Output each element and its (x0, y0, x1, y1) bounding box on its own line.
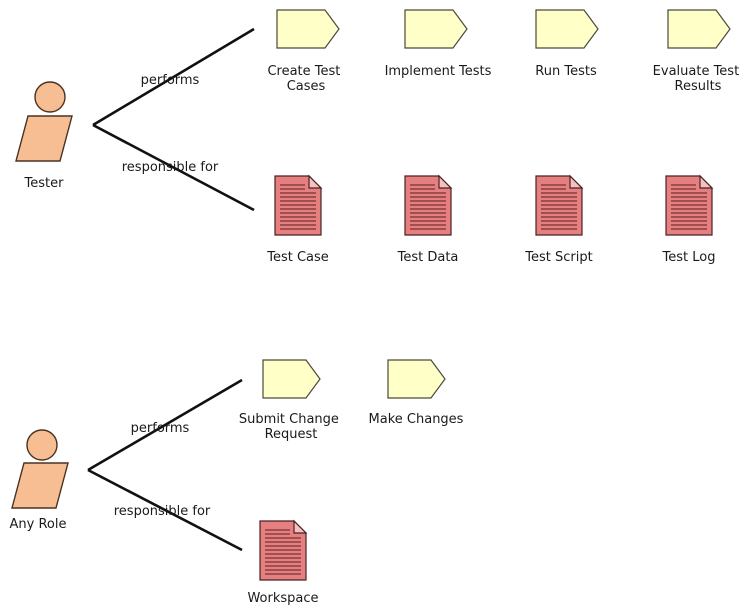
role-name: Any Role (10, 517, 67, 532)
role-group-tester: Tester performs responsible for Create T… (15, 9, 744, 265)
artifact-label: Test Case (266, 250, 329, 265)
artifact-label: Test Script (524, 250, 592, 265)
role-actor-icon[interactable] (11, 429, 69, 509)
task-pentagon-icon (535, 9, 599, 49)
responsible-connector (92, 123, 255, 212)
role-actor-icon[interactable] (15, 81, 73, 162)
performs-connector (92, 27, 255, 127)
task-pentagon-icon (276, 9, 340, 49)
artifact-test-case[interactable] (274, 174, 323, 236)
artifact-label: Test Data (397, 250, 459, 265)
performs-label: performs (131, 421, 190, 436)
task-pentagon-icon (387, 359, 446, 399)
artifact-test-script[interactable] (535, 174, 584, 236)
artifact-workspace[interactable] (259, 519, 308, 581)
task-label: Submit Change Request (239, 412, 343, 442)
task-submit-change-request[interactable]: Submit Change Request (239, 359, 343, 442)
artifact-label: Workspace (247, 591, 318, 606)
responsible-label: responsible for (122, 160, 219, 175)
task-create-test-cases[interactable]: Create Test Cases (267, 9, 344, 94)
task-label: Create Test Cases (267, 64, 344, 94)
artifact-test-log[interactable] (665, 174, 714, 236)
artifact-document-icon (665, 174, 714, 236)
task-pentagon-icon (262, 359, 321, 399)
performs-connector (87, 378, 243, 472)
artifact-document-icon (259, 519, 308, 581)
performs-label: performs (141, 73, 200, 88)
role-name: Tester (24, 176, 65, 191)
task-label: Make Changes (369, 412, 464, 427)
task-label: Implement Tests (385, 64, 492, 79)
responsible-label: responsible for (114, 504, 211, 519)
artifact-label: Test Log (662, 250, 716, 265)
responsible-connector (87, 468, 243, 552)
task-pentagon-icon (667, 9, 731, 49)
artifact-document-icon (535, 174, 584, 236)
task-make-changes[interactable]: Make Changes (369, 359, 464, 427)
task-evaluate-test-results[interactable]: Evaluate Test Results (653, 9, 744, 94)
task-run-tests[interactable]: Run Tests (535, 9, 599, 79)
task-pentagon-icon (404, 9, 468, 49)
task-label: Evaluate Test Results (653, 64, 744, 94)
artifact-document-icon (404, 174, 453, 236)
artifact-document-icon (274, 174, 323, 236)
task-implement-tests[interactable]: Implement Tests (385, 9, 492, 79)
role-group-any-role: Any Role performs responsible for Submit… (10, 359, 464, 606)
artifact-test-data[interactable] (404, 174, 453, 236)
task-label: Run Tests (535, 64, 597, 79)
